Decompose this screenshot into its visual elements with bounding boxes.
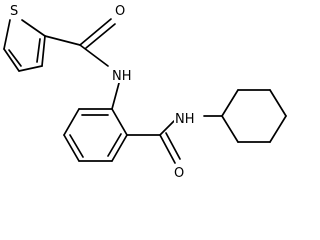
bond-ar2-ar3 xyxy=(63,108,80,136)
bond-c3-c2-double xyxy=(36,38,41,63)
thiophene-ring xyxy=(3,19,46,72)
bond-s-c5 xyxy=(3,19,11,50)
oxygen-label-bottom: O xyxy=(174,166,184,181)
bond-ar3-ar4-double xyxy=(69,134,84,158)
thiophene-carbonyl xyxy=(44,18,116,67)
bond-ccarbonyl-n xyxy=(159,120,175,136)
bond-cy1-cy2 xyxy=(221,89,239,117)
bond-ccarbonyl-o xyxy=(159,134,176,164)
bond-ar6-ar1 xyxy=(111,108,128,136)
bond-c5-c4-double xyxy=(8,49,22,67)
molecule-diagram: S O NH NH O xyxy=(3,2,287,181)
atom-labels: S O NH NH O xyxy=(9,2,202,181)
bond-c2-ccarbonyl xyxy=(44,35,81,46)
cyclohexyl-ring xyxy=(203,89,287,143)
bond-cy3-cy4 xyxy=(269,89,287,117)
bond-carbonyl-o xyxy=(79,18,112,46)
bond-c5-c4 xyxy=(3,48,20,72)
bond-c4-c3 xyxy=(18,65,43,72)
oxygen-label-top: O xyxy=(115,4,125,19)
bond-carbonyl-o-double xyxy=(85,23,116,49)
bond-c3-c2 xyxy=(41,35,46,67)
bond-cy6-cy1 xyxy=(221,115,239,143)
bond-carbonyl-n xyxy=(79,44,109,67)
bond-n-ar1 xyxy=(111,82,120,110)
bond-s-c2 xyxy=(21,19,46,37)
bond-ar5-ar6 xyxy=(111,134,128,162)
benzamide-carbonyl xyxy=(126,120,181,164)
bond-ccarbonyl-o-double xyxy=(165,132,181,160)
bond-ar5-ar6-double xyxy=(107,133,122,157)
sulfur-label: S xyxy=(10,4,18,19)
benzene-ring xyxy=(63,82,128,162)
bond-ar3-ar4 xyxy=(63,134,80,162)
bond-cy4-cy5 xyxy=(269,115,287,143)
nh-label-right: NH xyxy=(175,112,195,127)
nh-label-top: NH xyxy=(112,69,132,84)
